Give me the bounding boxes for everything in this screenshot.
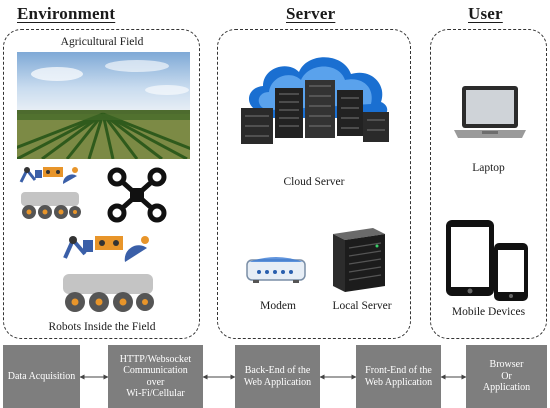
- mobile-devices-label: Mobile Devices: [451, 306, 526, 318]
- pipeline-step-browser: Browser Or Application: [466, 345, 547, 408]
- pipeline-line: Web Application: [243, 376, 312, 388]
- pipeline-line: Back-End of the: [244, 365, 311, 376]
- vineyard-photo: [17, 52, 190, 159]
- environment-heading: Environment: [17, 4, 116, 23]
- user-panel: [430, 29, 547, 339]
- tablet-icon: [446, 220, 494, 296]
- cloud-server-label: Cloud Server: [283, 176, 345, 188]
- pipeline-line: Front-End of the: [365, 365, 432, 376]
- pipeline-step-communication: HTTP/Websocket Communication over Wi-Fi/…: [108, 345, 203, 408]
- environment-panel: [3, 29, 200, 339]
- laptop-label: Laptop: [472, 162, 505, 174]
- server-panel: [217, 29, 411, 339]
- pipeline-line: Communication: [123, 365, 188, 376]
- quadcopter-drone-icon: [107, 167, 167, 223]
- local-server-label: Local Server: [332, 300, 392, 312]
- pipeline-step-data-acquisition: Data Acquisition: [3, 345, 80, 408]
- robot-rover-large-icon: [63, 236, 154, 312]
- pipeline-line: over: [146, 376, 165, 388]
- pipeline-line: Browser: [489, 359, 524, 371]
- pipeline-line: Wi-Fi/Cellular: [126, 388, 185, 399]
- phone-icon: [494, 243, 528, 301]
- robots-label: Robots Inside the Field: [48, 321, 156, 333]
- modem-label: Modem: [260, 300, 296, 312]
- laptop-icon: [454, 86, 526, 138]
- pipeline-line: Data Acquisition: [7, 370, 76, 382]
- field-label: Agricultural Field: [60, 36, 144, 48]
- local-server-icon: [333, 228, 385, 292]
- modem-icon: [246, 257, 306, 283]
- cloud-server-icon: [241, 57, 389, 144]
- server-heading: Server: [286, 4, 336, 23]
- pipeline-step-back-end: Back-End of the Web Application: [235, 345, 320, 408]
- robot-rover-icon: [19, 167, 81, 219]
- pipeline-line: Web Application: [364, 376, 433, 388]
- user-heading: User: [468, 4, 503, 23]
- pipeline-line: Or: [501, 370, 512, 382]
- pipeline-line: Application: [482, 382, 531, 394]
- pipeline-step-front-end: Front-End of the Web Application: [356, 345, 441, 408]
- pipeline-line: HTTP/Websocket: [119, 353, 192, 365]
